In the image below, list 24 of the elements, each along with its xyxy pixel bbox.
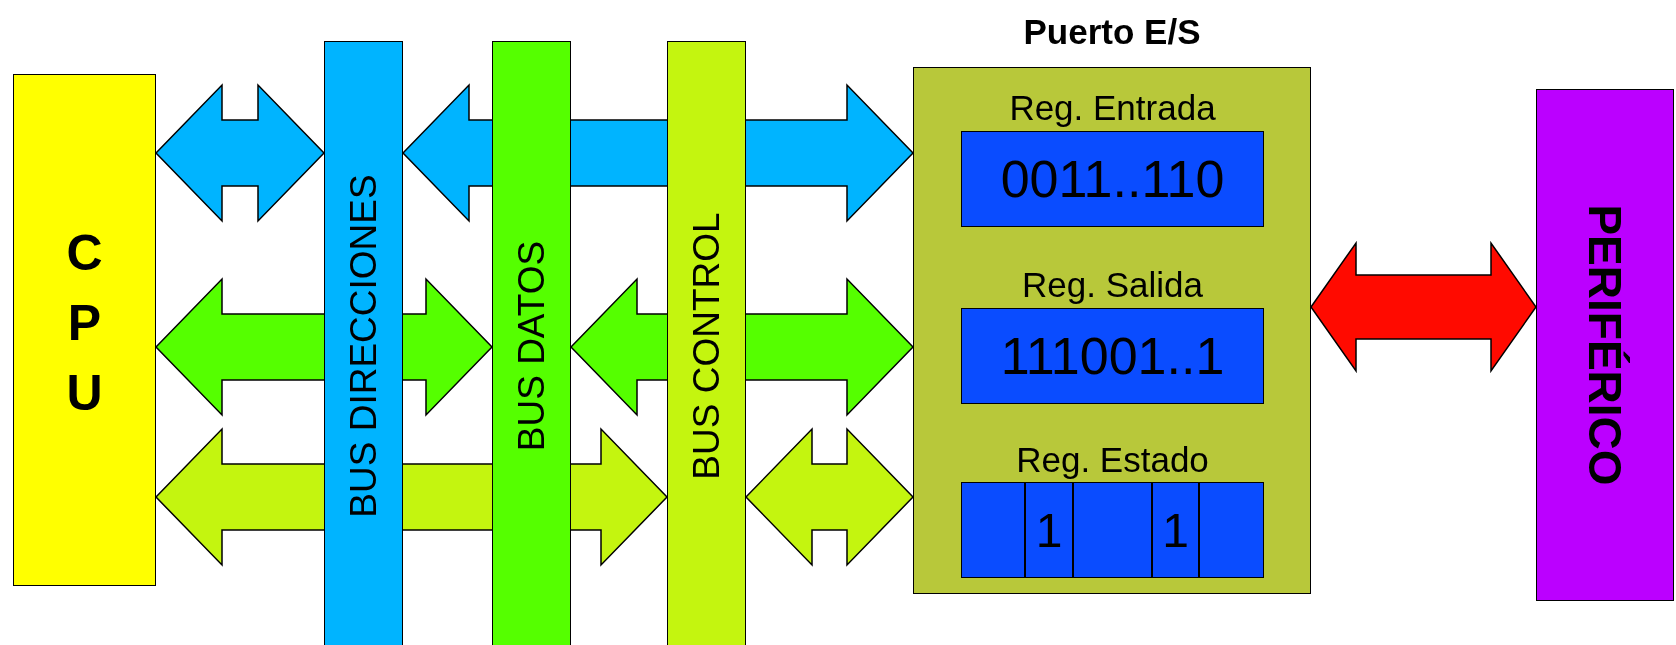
register-bit <box>961 482 1025 578</box>
register-value: 111001..1 <box>961 308 1264 404</box>
panel-title: Puerto E/S <box>1022 12 1202 52</box>
register-bit <box>1199 482 1264 578</box>
peripheral-block <box>1536 89 1674 601</box>
block-label: PERIFÉRICO <box>1578 204 1632 486</box>
register-bit <box>1073 482 1152 578</box>
double-arrow <box>744 427 915 567</box>
register-label: Reg. Salida <box>1021 265 1204 305</box>
block-label: CPU <box>55 225 114 435</box>
register-label: Reg. Entrada <box>1008 88 1217 128</box>
control-bus-bar <box>667 41 746 645</box>
register-label: Reg. Estado <box>1015 440 1210 480</box>
block-label: BUS DATOS <box>510 240 553 452</box>
register-bit: 1 <box>1152 482 1199 578</box>
register-bit: 1 <box>1025 482 1073 578</box>
double-arrow <box>1310 240 1537 374</box>
block-label: BUS DIRECCIONES <box>342 174 385 518</box>
register-value: 0011..110 <box>961 131 1264 227</box>
block-label: BUS CONTROL <box>685 212 728 480</box>
cpu-block <box>13 74 156 586</box>
double-arrow <box>154 83 326 223</box>
data-bus-bar <box>492 41 571 645</box>
address-bus-bar <box>324 41 403 645</box>
